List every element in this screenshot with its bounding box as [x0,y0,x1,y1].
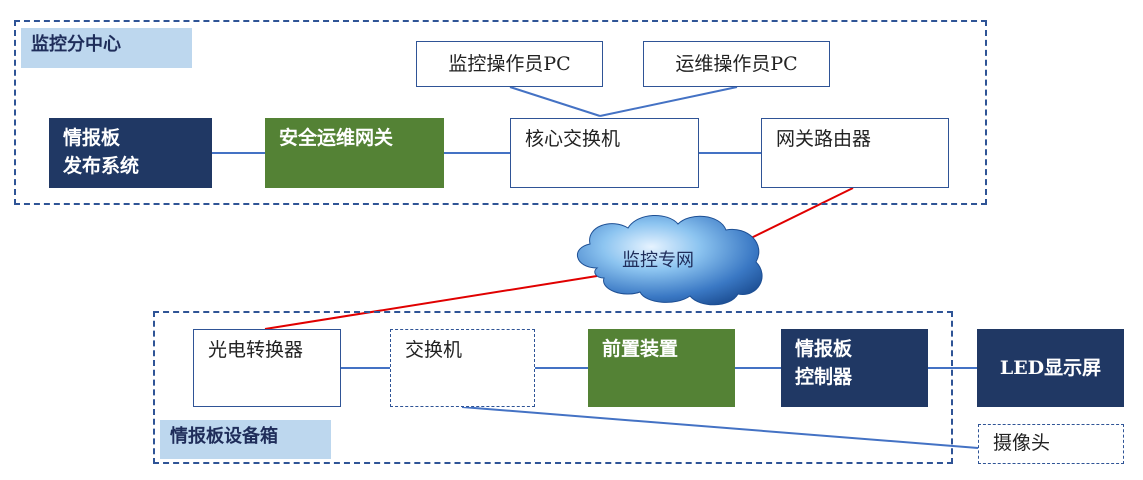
link-ops-pc-to-core [599,86,738,117]
cloud-shape [577,214,763,306]
core-switch: 核心交换机 [510,118,699,188]
camera-label: 摄像头 [993,432,1051,454]
link-monitor-pc-to-core [509,86,601,117]
monitor-operator-pc-label: 监控操作员PC [448,53,571,75]
monitoring-center-label: 监控分中心 [21,28,192,68]
monitoring-network-cloud-label: 监控专网 [622,250,694,271]
led-display: LED显示屏 [977,329,1124,407]
monitor-operator-pc: 监控操作员PC [416,41,603,87]
cabinet-region [153,311,953,464]
cabinet-label: 情报板设备箱 [160,420,331,459]
board-publish-system-label: 情报板 发布系统 [63,127,140,177]
link-switch-to-camera [461,406,979,449]
camera: 摄像头 [978,424,1124,464]
security-ops-gateway-label: 安全运维网关 [279,127,394,149]
cabinet-switch: 交换机 [390,329,535,407]
board-controller: 情报板 控制器 [781,329,928,407]
front-device-label: 前置装置 [602,338,679,360]
optical-converter: 光电转换器 [193,329,341,407]
front-device: 前置装置 [588,329,735,407]
link-router-to-cloud [746,187,854,241]
gateway-router: 网关路由器 [761,118,949,188]
led-display-label: LED显示屏 [999,357,1102,379]
optical-converter-label: 光电转换器 [208,339,304,361]
security-ops-gateway: 安全运维网关 [265,118,444,188]
link-cloud-to-converter [264,275,598,330]
board-publish-system: 情报板 发布系统 [49,118,212,188]
core-switch-label: 核心交换机 [525,128,621,150]
gateway-router-label: 网关路由器 [776,128,872,150]
board-controller-label: 情报板 控制器 [795,338,853,388]
cabinet-switch-label: 交换机 [405,339,463,361]
monitoring-center-region [14,20,987,205]
ops-operator-pc: 运维操作员PC [643,41,830,87]
ops-operator-pc-label: 运维操作员PC [675,53,798,75]
